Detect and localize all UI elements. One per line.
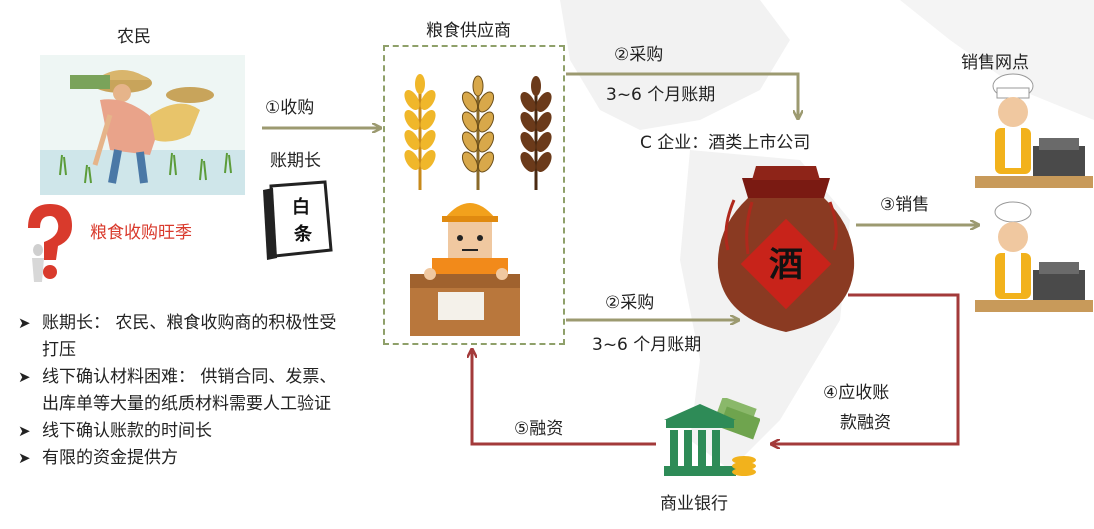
iou-receipt-icon: 白 条 [263,180,333,260]
question-person-icon [28,204,72,282]
flow-receivable-label-2: 款融资 [840,413,891,433]
arrow-bullet-icon: ➤ [18,368,31,386]
wheat-icon-gold [404,74,436,190]
arrow-financing [472,350,656,446]
bank-title: 商业银行 [660,494,728,514]
flow-term-top-label: 3~6 个月账期 [606,85,716,105]
worker-with-box-icon [410,203,520,336]
farmer-title: 农民 [117,27,151,47]
jar-character: 酒 [769,245,803,285]
arrow-bullet-icon: ➤ [18,314,31,332]
flow-procure-top-label: ②采购 [614,45,664,65]
issue-item: ➤ 线下确认账款的时间长 [14,418,344,445]
arrow-receivable-financing [772,293,960,444]
receipt-char-1: 白 [292,196,310,218]
grain-supplier-illustration [404,74,552,336]
wheat-icon-brown [520,76,552,190]
flow-financing-label: ⑤融资 [514,419,564,439]
issue-item: ➤ 有限的资金提供方 [14,445,344,472]
company-label: C 企业：酒类上市公司 [640,133,811,153]
flow-term-bottom-label: 3~6 个月账期 [592,335,702,355]
bank-icon [664,398,760,476]
question-label: 粮食收购旺季 [90,223,192,243]
receipt-char-2: 条 [293,223,313,245]
issue-item: ➤ 线下确认材料困难： 供销合同、发票、出库单等大量的纸质材料需要人工验证 [14,364,344,418]
cashier-icon-top [975,73,1093,188]
wheat-icon-tan [461,75,495,190]
grain-supplier-title: 粮食供应商 [426,21,511,41]
arrow-bullet-icon: ➤ [18,422,31,440]
issue-text: 有限的资金提供方 [42,448,178,468]
issue-text: 线下确认材料困难： 供销合同、发票、出库单等大量的纸质材料需要人工验证 [42,367,337,414]
flow-sell-label: ③销售 [880,195,930,215]
flow-procure-bottom-label: ②采购 [605,293,655,313]
sales-point-illustration [975,73,1093,312]
liquor-jar-icon: 酒 [717,166,855,332]
issue-text: 线下确认账款的时间长 [42,421,212,441]
arrow-bullet-icon: ➤ [18,449,31,467]
farmer-illustration [40,55,245,195]
sales-point-title: 销售网点 [961,53,1029,73]
issue-item: ➤ 账期长： 农民、粮食收购商的积极性受打压 [14,310,344,364]
issue-text: 账期长： 农民、粮食收购商的积极性受打压 [42,313,337,360]
issues-list: ➤ 账期长： 农民、粮食收购商的积极性受打压 ➤ 线下确认材料困难： 供销合同、发票… [14,310,344,472]
arrow-procure-top [566,72,798,118]
flow-long-term-label: 账期长 [270,151,321,171]
flow-receivable-label-1: ④应收账 [823,383,890,403]
grain-supplier-box [383,45,565,345]
flow-purchase-label: ①收购 [265,98,315,118]
cashier-icon-bottom [975,201,1093,312]
